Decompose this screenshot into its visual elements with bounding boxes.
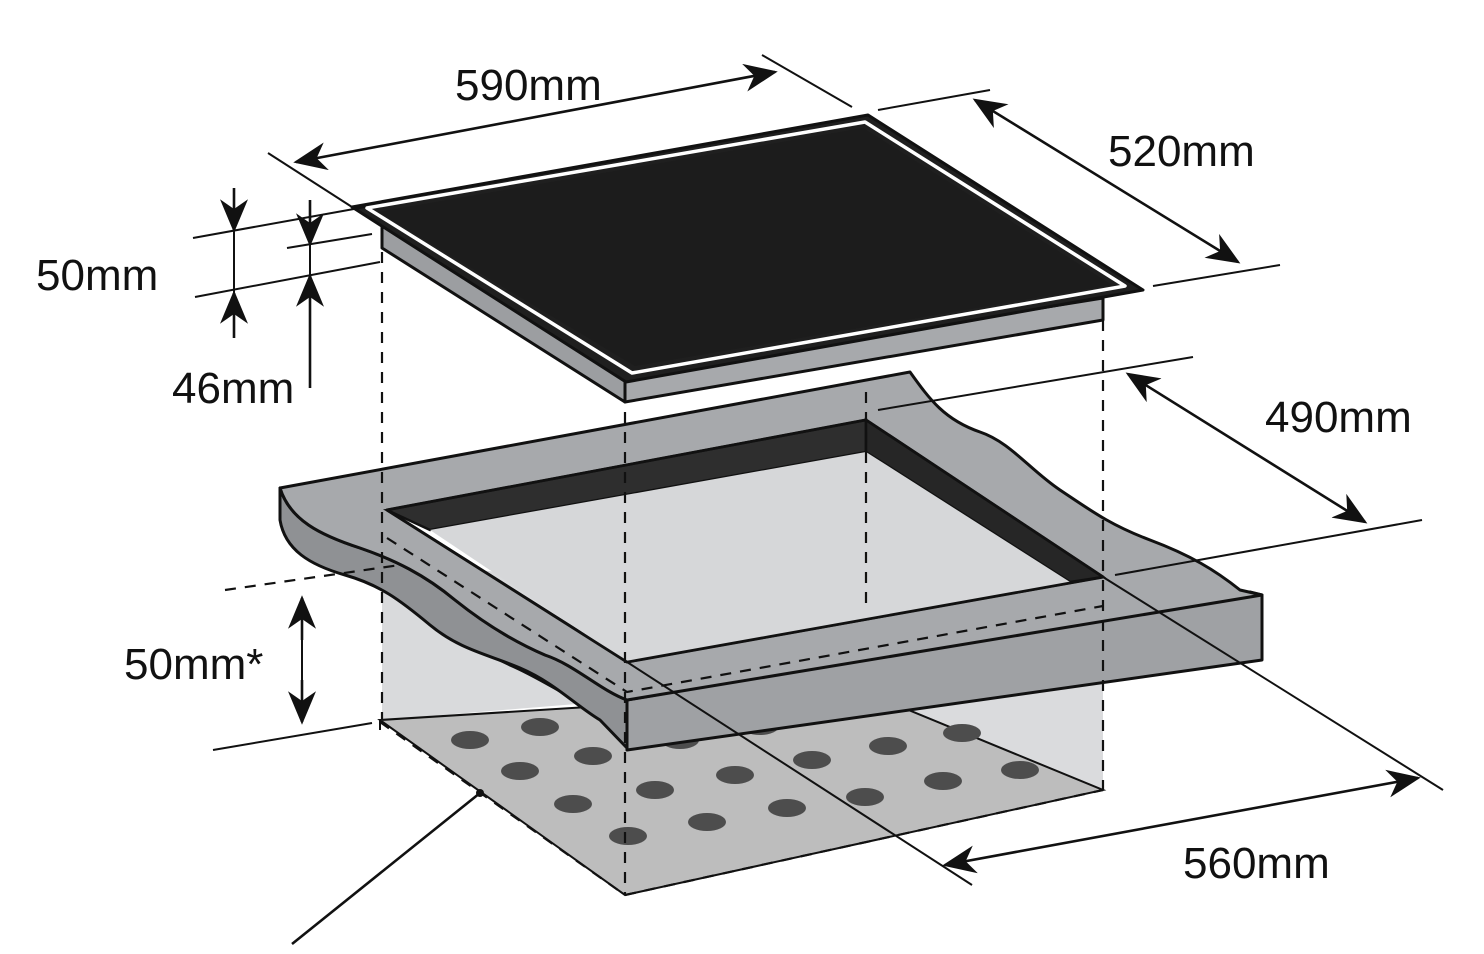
dim-height-total-label: 50mm [36, 251, 158, 300]
vent-hole [636, 781, 674, 799]
dim-cutout-depth: 490mm [877, 356, 1423, 576]
dim-width-top-label: 590mm [455, 61, 602, 110]
hob [350, 113, 1145, 404]
vent-hole [924, 772, 962, 790]
vent-hole [451, 731, 489, 749]
dim-clearance-label: 50mm* [124, 640, 263, 689]
dim-height-body-label: 46mm [172, 364, 294, 413]
vent-hole [943, 724, 981, 742]
vent-hole [1001, 761, 1039, 779]
vent-hole [609, 827, 647, 845]
dim-depth-top-label: 520mm [1108, 127, 1255, 176]
vent-hole [521, 718, 559, 736]
vent-hole [793, 751, 831, 769]
cutout-floor [430, 452, 1070, 662]
dim-cutout-depth-label: 490mm [1265, 393, 1412, 442]
hob-glass-top [378, 128, 1112, 366]
dim-cutout-width-label: 560mm [1183, 839, 1330, 888]
vent-hole [574, 747, 612, 765]
worktop [278, 370, 1264, 752]
dim-clearance: 50mm* [124, 595, 373, 751]
vent-hole [846, 788, 884, 806]
vent-hole [688, 813, 726, 831]
dim-width-top: 590mm [267, 54, 853, 208]
dim-height: 50mm 46mm [36, 188, 381, 413]
vent-hole [768, 799, 806, 817]
dim-depth-top: 520mm [877, 89, 1281, 287]
vent-hole [716, 766, 754, 784]
vent-hole [554, 795, 592, 813]
vent-panel-leader [291, 789, 484, 946]
vent-hole [501, 762, 539, 780]
vent-hole [869, 737, 907, 755]
hidden-lines [224, 232, 1105, 895]
dim-cutout-width: 560mm [626, 576, 1444, 888]
